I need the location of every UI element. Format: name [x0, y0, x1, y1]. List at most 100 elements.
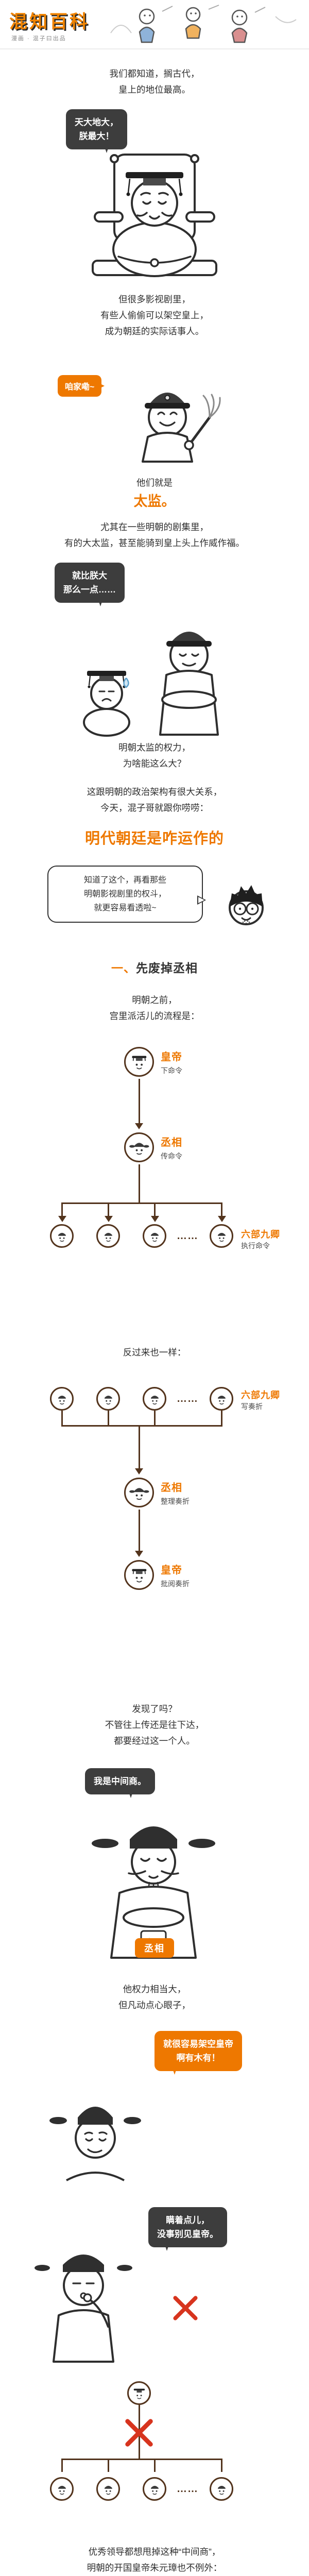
flow-connector-line: [139, 1510, 140, 1551]
text-line: 为啥能这么大？: [123, 758, 186, 769]
flow-branch-stub: [61, 1202, 63, 1216]
article-title-wrap: 明代朝廷是咋运作的: [0, 826, 309, 848]
official-node-avatar: [96, 2477, 120, 2501]
text-line: 明朝之前，: [132, 995, 177, 1005]
paragraph-power: 他权力相当大， 但凡动点心眼子，: [0, 1981, 309, 2013]
flow-branch-line: [61, 1202, 222, 1204]
arrow-down-icon: [135, 1468, 143, 1475]
text-line: 发现了吗？: [132, 1704, 177, 1714]
flow-branch-stub: [154, 2459, 156, 2472]
paragraph-dramas: 但很多影视剧里， 有些人偷偷可以架空皇上， 成为朝廷的实际话事人。: [0, 292, 309, 340]
flow-branch-stub: [221, 1202, 222, 1216]
logo-tagline: 漫画 · 混子曰出品: [11, 36, 66, 42]
bubble-tail: [198, 897, 208, 903]
text-line: 宫里派活儿的流程是：: [109, 1011, 200, 1021]
hollow-callout-bubble: 就很容易架空皇帝 啊有木有！: [154, 2031, 242, 2075]
node-action: 传命令: [161, 1152, 182, 1160]
paragraph-ming-dramas: 尤其在一些明朝的剧集里， 有的大太监，甚至能骑到皇上头上作威作福。: [0, 519, 309, 551]
text-line: 这跟明朝的政治架构有很大关系，: [87, 787, 222, 797]
node-label: 丞相: [161, 1137, 182, 1148]
official-node-avatar: [50, 1224, 74, 1248]
flow-branch-stub: [108, 1202, 109, 1216]
chancellor-label-tag: 丞相: [135, 1938, 174, 1958]
flowchart-blocked: ……: [0, 2381, 309, 2510]
arrow-down-icon: [105, 1216, 113, 1222]
section-heading-wrap: 一、先废掉丞相: [0, 958, 309, 976]
emperor-node-avatar: [124, 1047, 154, 1077]
emperor-on-throne-illustration: [92, 154, 217, 277]
node-action: 整理奏折: [161, 1497, 190, 1505]
chancellor-face-icon: [129, 1143, 149, 1155]
bubble-text: 就很容易架空皇帝: [163, 2039, 233, 2049]
official-face-icon: [104, 1395, 112, 1404]
official-face-icon: [104, 1232, 112, 1242]
node-label: 丞相: [161, 1482, 182, 1494]
red-cross-icon: [125, 2419, 153, 2447]
official-node-avatar: [96, 1387, 120, 1411]
flow-branch-stub: [61, 2459, 63, 2472]
flowchart-memorial-up: …… 六部九卿 写奏折 丞相 整理奏折 皇帝 批阅奏折: [0, 1387, 309, 1634]
official-node-avatar: [143, 2477, 166, 2501]
node-action: 下命令: [161, 1066, 182, 1075]
node-label: 六部九卿: [241, 1229, 280, 1240]
scene-eunuch: 咱家嘞~: [0, 357, 309, 467]
official-face-icon: [150, 1395, 159, 1404]
bubble-text: 朕最大！: [79, 131, 114, 141]
text-line: 明朝的开国皇帝朱元璋也不例外：: [87, 2563, 222, 2573]
flow-branch-stub: [108, 2459, 109, 2472]
text-line: 皇上的地位最高。: [118, 84, 191, 95]
emperor-face-icon: [132, 1056, 146, 1070]
bubble-text: 知道了这个，再看那些: [83, 876, 166, 885]
node-action: 写奏折: [241, 1402, 263, 1411]
scheming-chancellor-illustration: [35, 2255, 132, 2363]
bubble-text: 就比朕大: [72, 571, 107, 581]
text-line: 有些人偷偷可以架空皇上，: [100, 310, 209, 320]
scene-narrator: 知道了这个，再看那些 明朝影视剧里的权斗， 就更容易看透啦~: [0, 861, 309, 944]
official-face-icon: [104, 2485, 112, 2495]
bubble-tail: [104, 145, 109, 157]
emperor-complaint-bubble: 就比朕大 那么一点……: [55, 563, 125, 606]
text-line: 成为朝廷的实际话事人。: [105, 326, 204, 336]
emperor-face-icon: [133, 2388, 145, 2399]
official-node-avatar: [143, 1224, 166, 1248]
text-line: 但凡动点心眼子，: [118, 2000, 191, 2010]
page-title: 明代朝廷是咋运作的: [84, 831, 224, 847]
official-face-icon: [217, 1395, 226, 1404]
flow-connector-line: [139, 1079, 140, 1123]
paragraph-reveal: 他们就是 太监。: [0, 475, 309, 512]
official-node-avatar: [143, 1387, 166, 1411]
paragraph-intro: 我们都知道，搁古代， 皇上的地位最高。: [0, 66, 309, 98]
header-comic-illustration: [110, 5, 297, 43]
bubble-text: 啊有木有！: [176, 2053, 220, 2063]
section-heading: 一、先废掉丞相: [0, 958, 309, 976]
ellipsis: ……: [177, 2483, 198, 2495]
official-face-icon: [58, 2485, 66, 2495]
site-logo: 混知百科: [9, 12, 90, 32]
eunuch-illustration: [142, 393, 221, 463]
flow-branch-line: [61, 1425, 222, 1427]
bubble-tail: [128, 1790, 134, 1802]
chancellor-node-avatar: [124, 1478, 154, 1507]
text-line: 他权力相当大，: [123, 1984, 186, 1994]
paragraph-question: 明朝太监的权力， 为啥能这么大？: [0, 740, 309, 772]
ellipsis: ……: [177, 1393, 198, 1404]
node-label: 皇帝: [161, 1565, 182, 1576]
scene-hollow-emperor: 就很容易架空皇帝 啊有木有！: [0, 2031, 309, 2185]
paragraph-zhu-intro: 优秀领导都想甩掉这种“中间商”， 明朝的开国皇帝朱元璋也不例外：: [0, 2544, 309, 2576]
scene-middleman: 我是中间商。 丞相: [0, 1768, 309, 1974]
bubble-text: 咱家嘞~: [65, 383, 95, 392]
text-line: 今天，混子哥就跟你唠唠：: [100, 803, 209, 813]
scene-emperor-throne: 天大地大， 朕最大！: [0, 109, 309, 287]
section-title-text: 先废掉丞相: [136, 961, 198, 975]
official-face-icon: [150, 1232, 159, 1242]
text-line: 都要经过这一个人。: [114, 1736, 195, 1746]
text-line: 我们都知道，搁古代，: [109, 69, 200, 79]
scene-blocking: 瞒着点儿， 没事别见皇帝。: [0, 2196, 309, 2371]
paragraph-reverse: 反过来也一样：: [0, 1345, 309, 1361]
paragraph-lead: 这跟明朝的政治架构有很大关系， 今天，混子哥就跟你唠唠：: [0, 784, 309, 816]
bubble-text: 我是中间商。: [94, 1776, 146, 1786]
text-line: 但很多影视剧里，: [118, 294, 191, 304]
chancellor-illustration: [92, 1826, 215, 1959]
flow-connector-line: [139, 1164, 140, 1202]
